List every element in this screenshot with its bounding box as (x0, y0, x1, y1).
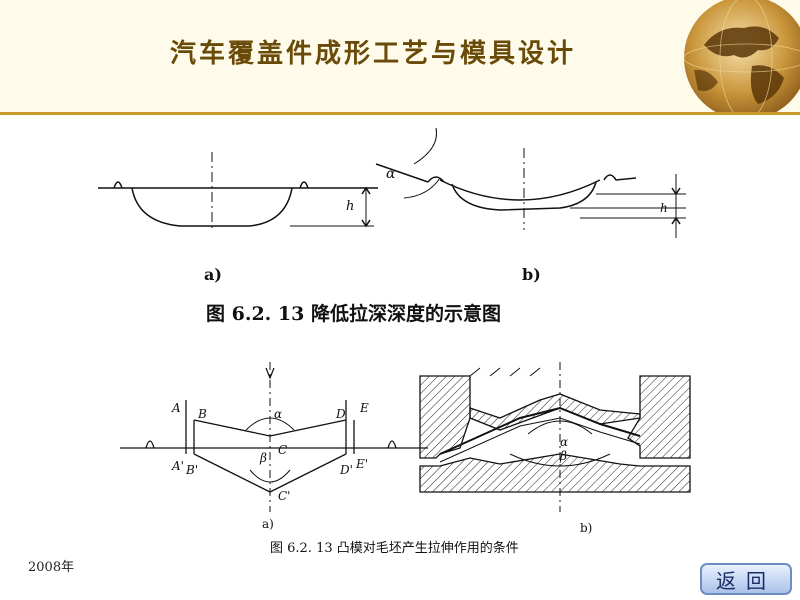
caption-bottom: 图 6.2. 13 凸模对毛坯产生拉伸作用的条件 (270, 540, 519, 556)
label-A-prime: A' (171, 459, 184, 473)
label-D: D (335, 407, 346, 421)
label-b-bottom: b) (580, 521, 592, 535)
header-divider (0, 112, 800, 115)
slide-date: 2008年 (28, 560, 75, 575)
figure-bottom-b-drawing (419, 362, 691, 512)
label-E-prime: E' (355, 457, 368, 471)
label-b-top: b) (522, 265, 541, 284)
label-B: B (197, 407, 207, 421)
label-E: E (359, 401, 369, 415)
label-h-b: h (660, 201, 668, 215)
technical-figure: h a) α h b) 图 6.2. 13 降低拉深深度的示意图 (98, 127, 691, 556)
slide-title: 汽车覆盖件成形工艺与模具设计 (170, 39, 577, 69)
globe-icon (683, 0, 800, 112)
label-beta-bottom-a: β (259, 451, 267, 465)
label-A: A (171, 401, 181, 415)
label-alpha-top: α (386, 166, 396, 182)
figure-bottom-a-drawing (120, 362, 428, 512)
label-beta-bottom-b: β (559, 449, 567, 463)
figure-b-drawing (375, 127, 686, 238)
figure-a-drawing (98, 152, 378, 230)
return-button[interactable]: 返回 (700, 563, 792, 595)
label-a-top: a) (204, 265, 222, 284)
label-a-bottom: a) (262, 517, 274, 531)
label-B-prime: B' (185, 463, 198, 477)
label-C-prime: C' (278, 489, 290, 503)
label-alpha-bottom-a: α (274, 407, 282, 421)
caption-top: 图 6.2. 13 降低拉深深度的示意图 (206, 302, 501, 325)
label-C: C (278, 443, 287, 457)
label-alpha-bottom-b: α (560, 435, 568, 449)
slide-header: 汽车覆盖件成形工艺与模具设计 (0, 0, 800, 112)
label-D-prime: D' (339, 463, 353, 477)
label-h-a: h (346, 199, 354, 214)
